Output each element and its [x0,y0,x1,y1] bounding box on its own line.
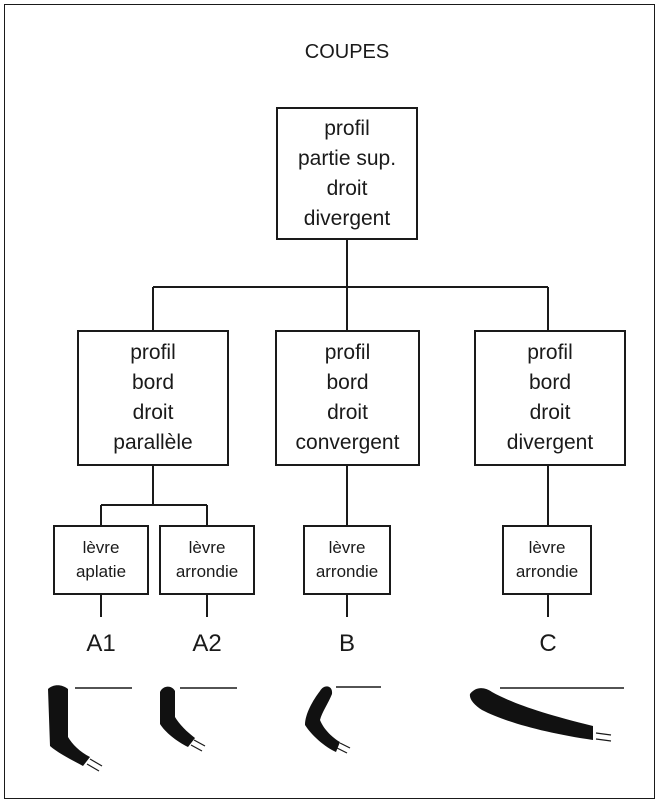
branch-line: droit [327,401,368,424]
branch-line: droit [529,401,571,424]
leaf-line: lèvre [328,538,366,557]
root-line: droit [326,176,368,200]
leaf-line: arrondie [315,562,379,581]
root-line: divergent [303,206,391,230]
code-label-a1: A1 [86,630,116,657]
leaf-line: lèvre [528,538,566,557]
code-label-c: C [539,630,557,657]
leaf-line: aplatie [75,562,127,581]
leaf-line: lèvre [188,538,226,557]
branch-line: profil [527,341,573,364]
profile-drawings [48,685,624,772]
leaf-node-a1: lèvre aplatie [53,525,149,595]
root-line: partie sup. [297,146,397,170]
branch-line: bord [326,371,369,394]
root-line: profil [324,116,370,140]
branch-line: profil [130,341,176,364]
leaf-line: arrondie [175,562,239,581]
profile-b-icon [305,686,381,754]
leaf-line: lèvre [82,538,120,557]
profile-a2-icon [160,686,237,752]
branch-line: parallèle [113,431,193,454]
diagram-title: COUPES [304,41,390,63]
code-label-a2: A2 [192,630,222,657]
branch-line: convergent [295,431,400,454]
branch-line: bord [131,371,175,394]
profile-c-icon [469,687,624,742]
branch-node-divergent: profil bord droit divergent [474,330,626,466]
leaf-node-a2: lèvre arrondie [159,525,255,595]
leaf-node-b: lèvre arrondie [303,525,391,595]
branch-line: droit [132,401,174,424]
figure-frame [4,4,655,799]
branch-line: profil [324,341,371,364]
branch-line: bord [528,371,572,394]
code-label-b: B [338,630,355,657]
branch-line: divergent [506,431,594,454]
profile-a1-icon [48,685,132,772]
leaf-line: arrondie [515,562,579,581]
root-node: profil partie sup. droit divergent [276,107,418,240]
branch-node-parallele: profil bord droit parallèle [77,330,229,466]
leaf-node-c: lèvre arrondie [502,525,592,595]
branch-node-convergent: profil bord droit convergent [275,330,420,466]
